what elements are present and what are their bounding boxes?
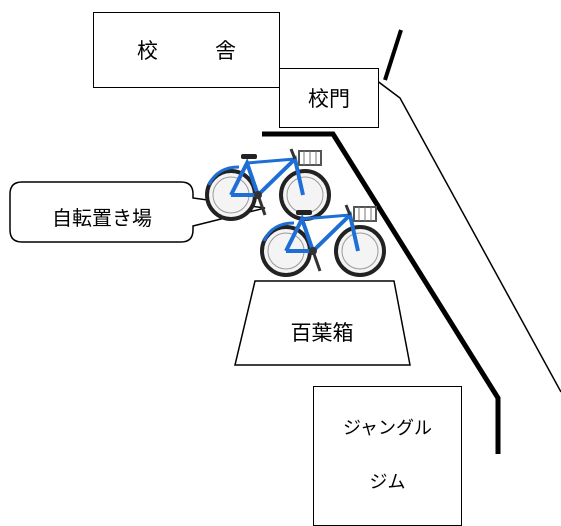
bicycles-layer <box>205 148 386 277</box>
school-building-box: 校 舎 <box>93 12 280 88</box>
jungle-gym-box: ジャングル ジム <box>313 386 462 526</box>
bike-callout-bubble <box>9 181 266 243</box>
path-thick-line <box>262 131 501 454</box>
school-gate-box: 校門 <box>279 68 379 128</box>
bicycle-parking-text: 自転置き場 <box>52 205 152 230</box>
road-edge-line <box>375 79 561 393</box>
map-lines <box>9 29 561 454</box>
instrument-shelter-label: 百葉箱 <box>247 302 397 362</box>
bicycle-icon <box>260 204 386 277</box>
bicycle-icon <box>205 148 331 221</box>
road-edge-short-thick <box>383 29 403 81</box>
school-building-label: 校 舎 <box>137 39 254 63</box>
jungle-gym-label-line2: ジム <box>369 472 406 493</box>
school-gate-label: 校門 <box>308 87 350 111</box>
jungle-gym-label-line1: ジャングル <box>342 418 433 439</box>
instrument-shelter-text: 百葉箱 <box>290 321 354 345</box>
instrument-shelter-shape <box>234 280 411 366</box>
bicycle-parking-label: 自転置き場 <box>12 196 192 236</box>
